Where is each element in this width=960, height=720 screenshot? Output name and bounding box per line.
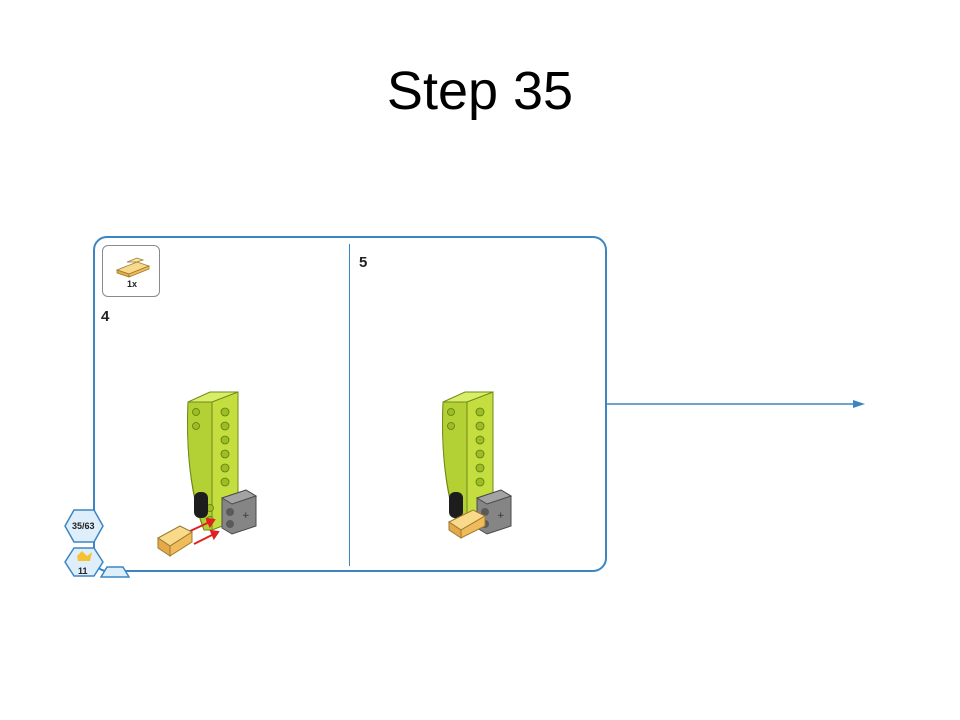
page-counter-hex-badge — [64, 509, 104, 543]
model-illustration-step-5: + — [442, 391, 513, 539]
parts-quantity: 1x — [126, 279, 137, 289]
substep-number-5: 5 — [359, 254, 368, 271]
svg-text:+: + — [497, 511, 505, 521]
page-counter: 35/63 — [72, 521, 95, 531]
yellow-slope-brick-icon — [115, 257, 151, 278]
panel-divider — [349, 244, 350, 566]
part-count: 11 — [78, 566, 88, 576]
extra-hex-badge — [100, 566, 130, 578]
next-step-arrow — [607, 400, 865, 408]
slide-title: Step 35 — [386, 61, 574, 121]
model-illustration-step-4: + — [157, 391, 258, 557]
svg-text:+: + — [242, 511, 250, 521]
substep-number-4: 4 — [101, 308, 110, 325]
part-count-hex-badge — [64, 547, 104, 577]
instruction-panel — [93, 236, 607, 572]
parts-callout: 1x — [102, 245, 160, 297]
